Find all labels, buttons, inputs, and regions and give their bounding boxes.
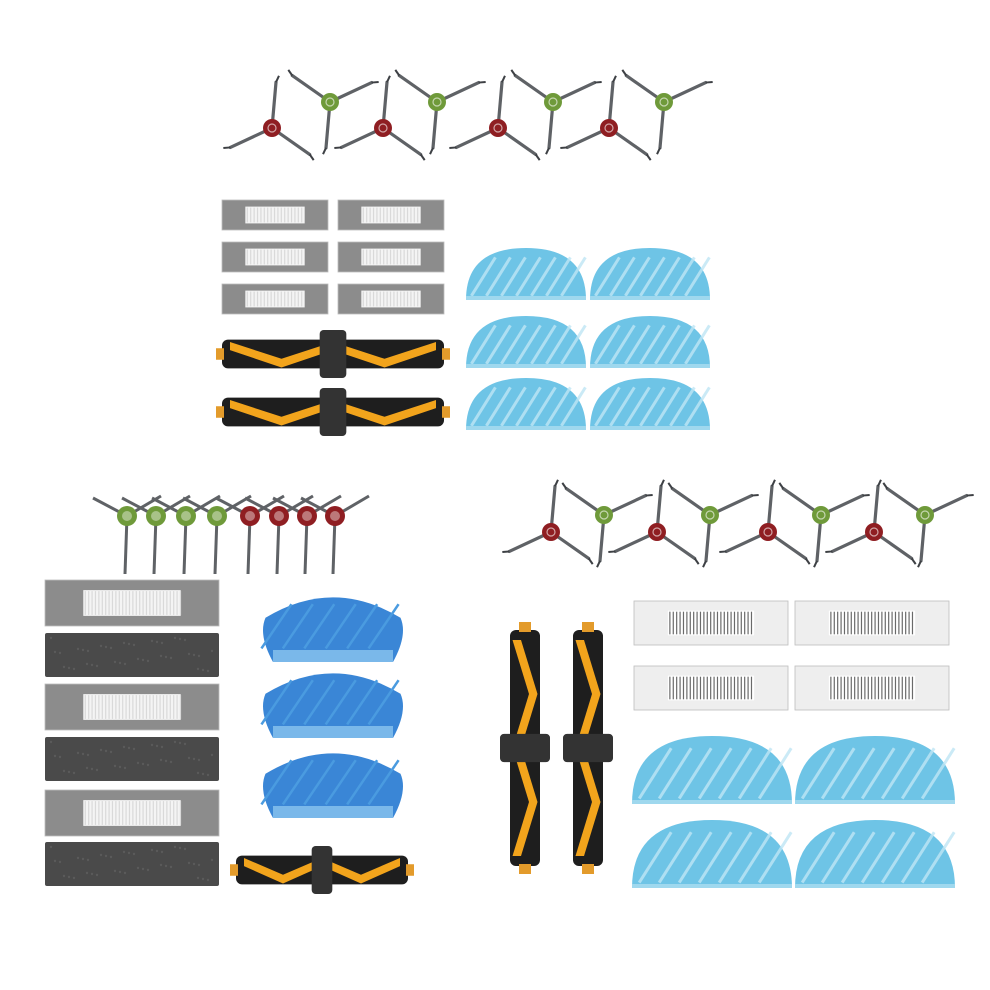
mop-pad-icon [260,673,403,738]
side-brush-icon [334,75,426,161]
hepa-filter-icon [633,600,789,646]
side-brush-icon [621,69,713,155]
foam-filter-icon [45,842,219,886]
hepa-filter-icon [44,579,220,627]
mop-pad-icon [260,753,403,818]
mop-pad-icon [466,316,587,368]
hepa-filter-icon [337,283,445,315]
side-brush-icon [502,479,594,565]
side-brush-icon [561,482,653,568]
mop-pad-icon [260,597,403,662]
foam-filter-icon [45,737,219,781]
hepa-filter-icon [337,241,445,273]
hepa-filter-icon [794,600,950,646]
side-brush-icon [151,494,221,575]
side-brush-icon [394,69,486,155]
side-brush-icon [300,494,370,575]
side-brush-icon [244,494,314,575]
mop-pad-icon [632,820,793,888]
mop-pad-icon [632,736,793,804]
hepa-filter-icon [633,665,789,711]
hepa-filter-icon [221,199,329,231]
roller-brush-icon [216,388,450,436]
side-brush-icon [449,75,541,161]
kit-c [500,479,974,888]
roller-brush-icon [216,330,450,378]
side-brush-icon [778,482,870,568]
mop-pad-icon [466,378,587,430]
hepa-filter-icon [794,665,950,711]
roller-brush-icon [230,846,414,894]
hepa-filter-icon [44,789,220,837]
side-brush-icon [667,482,759,568]
roller-brush-icon [500,622,550,874]
side-brush-icon [608,479,700,565]
side-brush-icon [223,75,315,161]
side-brush-icon [287,69,379,155]
hepa-filter-icon [221,283,329,315]
side-brush-icon [825,479,917,565]
side-brush-icon [719,479,811,565]
foam-filter-icon [45,633,219,677]
hepa-filter-icon [44,683,220,731]
mop-pad-icon [795,820,956,888]
mop-pad-icon [795,736,956,804]
side-brush-icon [272,494,342,575]
roller-brush-icon [563,622,613,874]
hepa-filter-icon [337,199,445,231]
mop-pad-icon [590,248,711,300]
side-brush-icon [560,75,652,161]
hepa-filter-icon [221,241,329,273]
side-brush-icon [510,69,602,155]
kit-b [44,494,414,894]
mop-pad-icon [590,316,711,368]
side-brush-icon [882,482,974,568]
kit-a [216,69,713,436]
side-brush-icon [182,494,252,575]
side-brush-icon [92,494,162,575]
mop-pad-icon [466,248,587,300]
mop-pad-icon [590,378,711,430]
